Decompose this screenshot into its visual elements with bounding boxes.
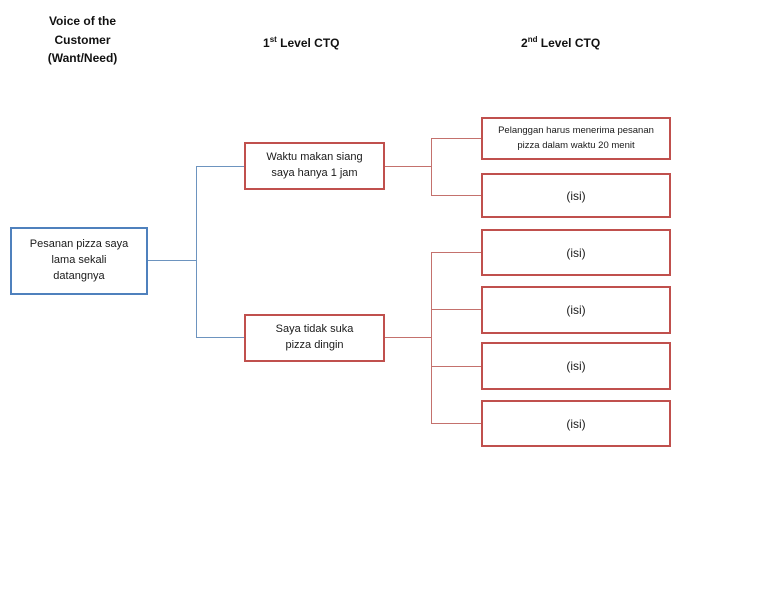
connector-line bbox=[196, 337, 244, 338]
level2-box-6: (isi) bbox=[481, 400, 671, 447]
level1-header-text: Level CTQ bbox=[276, 36, 340, 50]
level2-header-text: Level CTQ bbox=[537, 36, 601, 50]
level2-box-1: Pelanggan harus menerima pesanan pizza d… bbox=[481, 117, 671, 160]
connector-line bbox=[196, 166, 244, 167]
level2-box-3: (isi) bbox=[481, 229, 671, 276]
level2-box-4: (isi) bbox=[481, 286, 671, 334]
connector-line bbox=[431, 309, 481, 310]
connector-line bbox=[431, 252, 432, 424]
level2-header-ordinal: nd bbox=[527, 35, 538, 44]
level2-header-number: 2 bbox=[521, 36, 528, 50]
connector-line bbox=[431, 366, 481, 367]
connector-line bbox=[385, 166, 432, 167]
level2-box-5: (isi) bbox=[481, 342, 671, 390]
level1-box-cold-pizza: Saya tidak suka pizza dingin bbox=[244, 314, 385, 362]
level1-box-lunch-time: Waktu makan siang saya hanya 1 jam bbox=[244, 142, 385, 190]
connector-line bbox=[148, 260, 197, 261]
voc-column-header: Voice of the Customer (Want/Need) bbox=[47, 14, 118, 66]
connector-line bbox=[431, 252, 481, 253]
level1-column-header: 1st Level CTQ bbox=[263, 35, 340, 51]
connector-line bbox=[196, 166, 197, 338]
connector-line bbox=[431, 138, 481, 139]
level2-box-2: (isi) bbox=[481, 173, 671, 218]
voc-box: Pesanan pizza saya lama sekali datangnya bbox=[10, 227, 148, 295]
connector-line bbox=[431, 195, 481, 196]
level1-header-ordinal: st bbox=[269, 35, 277, 44]
level1-header-number: 1 bbox=[263, 36, 270, 50]
connector-line bbox=[431, 423, 481, 424]
connector-line bbox=[385, 337, 432, 338]
level2-column-header: 2nd Level CTQ bbox=[521, 35, 601, 51]
connector-line bbox=[431, 138, 432, 196]
